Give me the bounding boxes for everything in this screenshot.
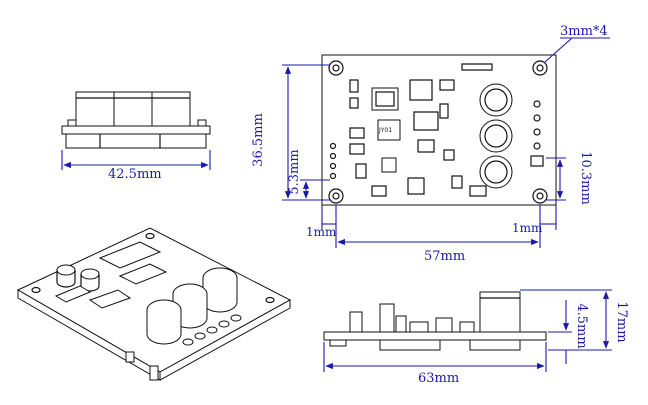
mount-hole-br bbox=[532, 188, 548, 204]
side-width-label: 42.5mm bbox=[108, 167, 162, 182]
total-width-label: 63mm bbox=[418, 371, 459, 386]
cap-height-label: 17mm bbox=[614, 301, 629, 342]
right-edge-label: 1mm bbox=[512, 221, 543, 235]
pcb-outline bbox=[321, 54, 557, 206]
board-height-label: 4.5mm bbox=[574, 303, 589, 348]
hole-spacing-label: 57mm bbox=[424, 249, 465, 264]
mount-hole-tr bbox=[532, 60, 548, 76]
top-view: JY01 36.5mm 5.3mm 3mm*4 bbox=[251, 24, 610, 264]
mount-hole-tl bbox=[328, 60, 344, 76]
mount-hole-bl bbox=[328, 188, 344, 204]
left-edge-label: 1mm bbox=[306, 225, 337, 239]
side-view: 42.5mm bbox=[61, 91, 211, 182]
isometric-view bbox=[16, 227, 292, 381]
front-pcb bbox=[323, 331, 547, 341]
front-capacitor bbox=[479, 291, 521, 333]
hole-leader bbox=[544, 37, 573, 63]
height-label: 36.5mm bbox=[251, 113, 266, 167]
main-chip bbox=[377, 119, 401, 141]
hole-offset-label: 5.3mm bbox=[287, 149, 302, 194]
hole-diameter-label: 3mm*4 bbox=[560, 24, 608, 39]
right-offset-label: 10.3mm bbox=[578, 151, 593, 205]
chip-label: JY01 bbox=[378, 127, 392, 134]
front-view: 63mm 17mm 4.5mm bbox=[323, 289, 629, 386]
